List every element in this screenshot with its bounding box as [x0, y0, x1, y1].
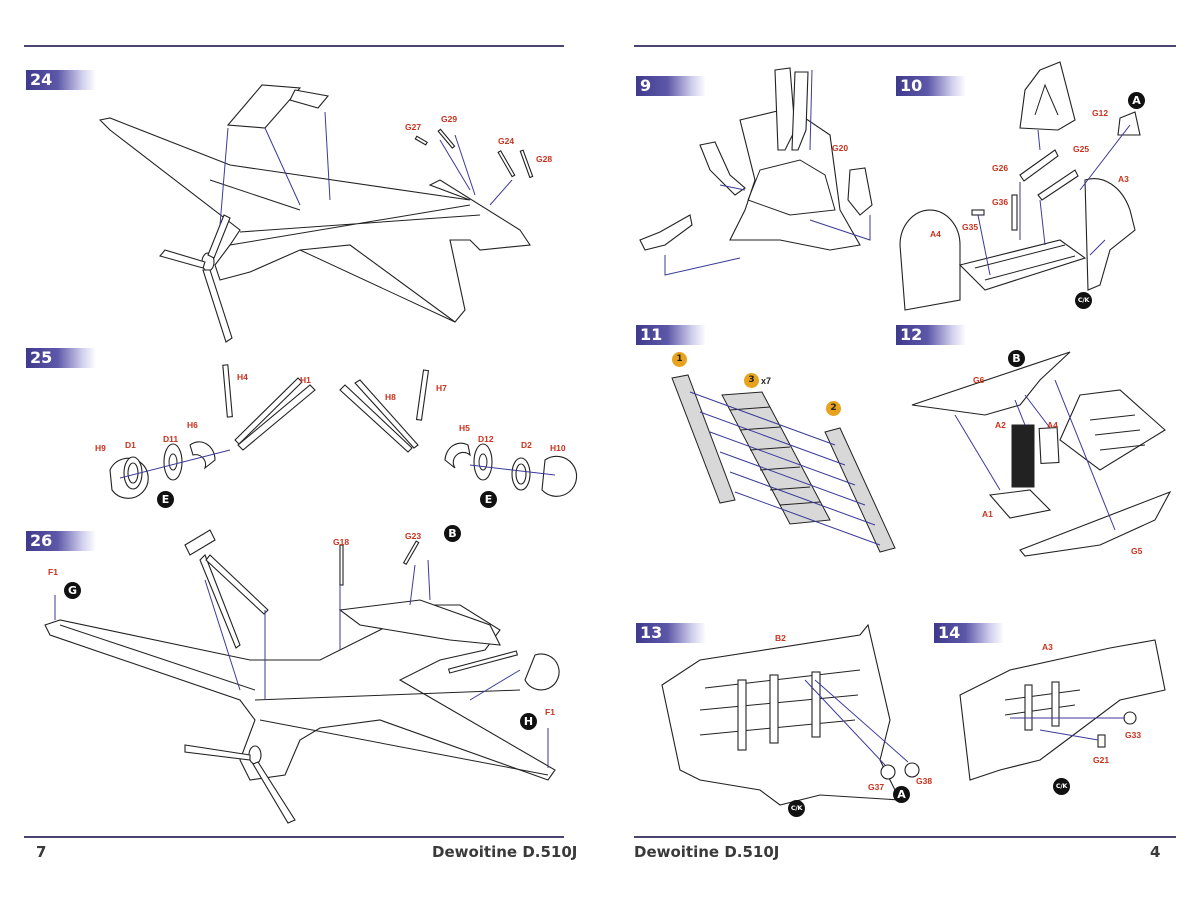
- part-label: G23: [405, 531, 422, 541]
- part-label: A3: [1042, 642, 1053, 652]
- step24-aircraft-drawing: [98, 84, 534, 343]
- marker-b: B: [444, 525, 461, 542]
- part-label: G29: [441, 114, 458, 124]
- part-label: G35: [962, 222, 979, 232]
- step-12-badge: 12: [896, 325, 966, 345]
- part-label: A4: [930, 229, 941, 239]
- part-label: G28: [536, 154, 553, 164]
- step-25-badge: 25: [26, 348, 96, 368]
- step-9-badge: 9: [636, 76, 706, 96]
- marker-ck: C/K: [1053, 778, 1070, 795]
- left-header-rule: [24, 45, 564, 47]
- step13-interior-drawing: [661, 623, 920, 806]
- part-label: G20: [832, 143, 849, 153]
- part-label: D11: [163, 434, 179, 444]
- step26-aircraft-drawing: [44, 529, 560, 824]
- marker-e: E: [480, 491, 497, 508]
- part-label: G24: [498, 136, 515, 146]
- marker-b: B: [1008, 350, 1025, 367]
- part-label: H8: [385, 392, 396, 402]
- step-14-badge: 14: [934, 623, 1004, 643]
- part-label: H10: [550, 443, 566, 453]
- marker-h: H: [520, 713, 537, 730]
- step-10-badge: 10: [896, 76, 966, 96]
- marker-ck: C/K: [1075, 292, 1092, 309]
- part-label: G38: [916, 776, 933, 786]
- part-label: A3: [1118, 174, 1129, 184]
- step9-seat-drawing: [639, 67, 873, 276]
- part-label: A2: [995, 420, 1006, 430]
- part-label: G36: [992, 197, 1009, 207]
- left-footer-rule: [24, 836, 564, 838]
- part-label: G12: [1092, 108, 1109, 118]
- part-label: G27: [405, 122, 422, 132]
- quantity-label: x7: [761, 376, 772, 386]
- step25-landing-gear-drawing: [109, 364, 578, 499]
- part-label: G18: [333, 537, 350, 547]
- part-label: G26: [992, 163, 1009, 173]
- part-label: H6: [187, 420, 198, 430]
- part-label: A4: [1047, 420, 1058, 430]
- callout-2: 2: [826, 401, 841, 416]
- marker-ck: C/K: [788, 800, 805, 817]
- right-footer-rule: [634, 836, 1176, 838]
- left-page-number: 7: [36, 843, 47, 861]
- step-24-badge: 24: [26, 70, 96, 90]
- part-label: H5: [459, 423, 470, 433]
- right-page-number: 4: [1150, 843, 1161, 861]
- part-label: G25: [1073, 144, 1090, 154]
- step-11-badge: 11: [636, 325, 706, 345]
- right-header-rule: [634, 45, 1176, 47]
- marker-a: A: [1128, 92, 1145, 109]
- step14-interior-drawing: [959, 639, 1166, 781]
- callout-3: 3: [744, 373, 759, 388]
- part-label: G33: [1125, 730, 1142, 740]
- part-label: H1: [300, 375, 311, 385]
- marker-a: A: [893, 786, 910, 803]
- part-label: D1: [125, 440, 136, 450]
- callout-1: 1: [672, 352, 687, 367]
- part-label: G37: [868, 782, 885, 792]
- part-label: F1: [545, 707, 555, 717]
- step-13-badge: 13: [636, 623, 706, 643]
- part-label: F1: [48, 567, 58, 577]
- part-label: B2: [775, 633, 786, 643]
- part-label: D12: [478, 434, 494, 444]
- part-label: H7: [436, 383, 447, 393]
- step12-fuselage-drawing: [911, 351, 1172, 557]
- part-label: G5: [1131, 546, 1143, 556]
- part-label: G21: [1093, 755, 1110, 765]
- part-label: D2: [521, 440, 532, 450]
- step11-slats-drawing: [671, 374, 896, 553]
- part-label: G6: [973, 375, 985, 385]
- step10-cockpit-drawing: [899, 61, 1141, 311]
- marker-g: G: [64, 582, 81, 599]
- part-label: H4: [237, 372, 248, 382]
- part-label: H9: [95, 443, 106, 453]
- part-label: A1: [982, 509, 993, 519]
- left-model-title: Dewoitine D.510J: [432, 843, 578, 861]
- right-model-title: Dewoitine D.510J: [634, 843, 780, 861]
- step-26-badge: 26: [26, 531, 96, 551]
- marker-e: E: [157, 491, 174, 508]
